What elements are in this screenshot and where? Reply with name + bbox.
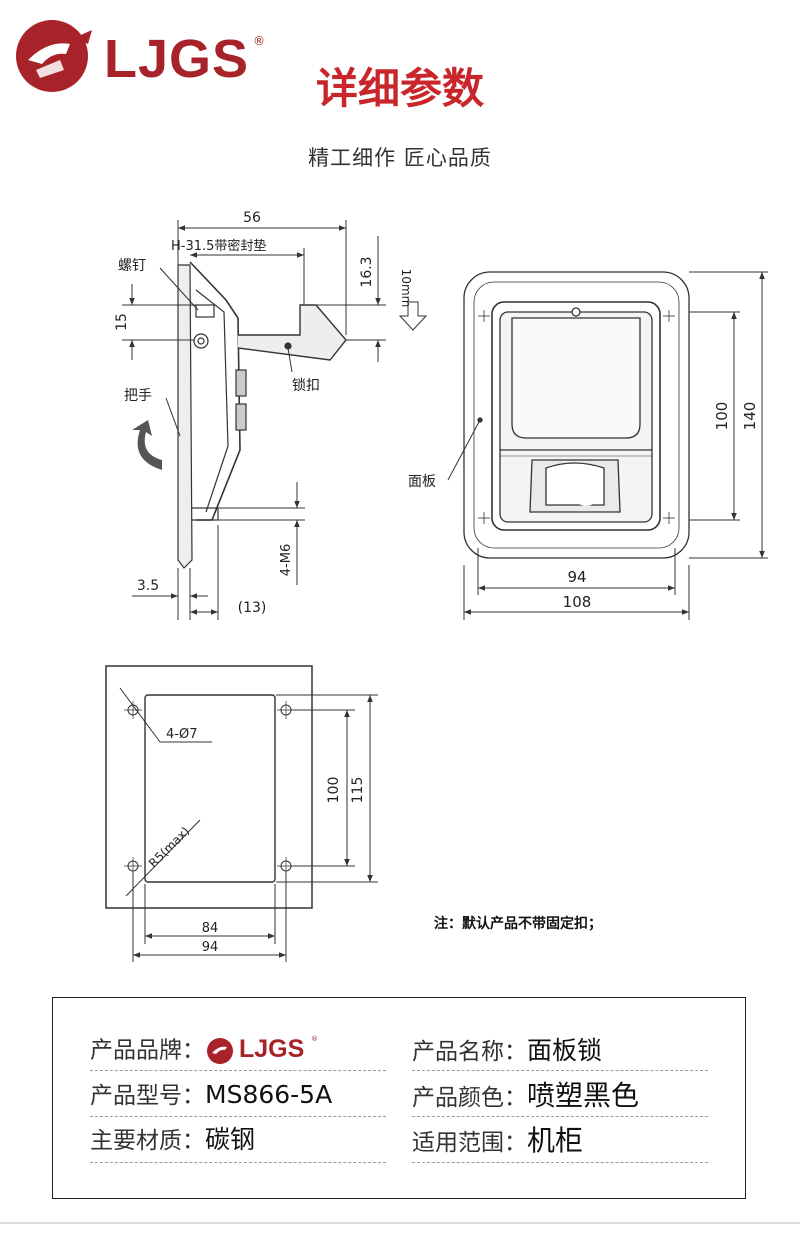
page-subtitle: 精工细作 匠心品质 xyxy=(308,146,492,170)
front-view-labels: 面板 100 140 94 108 xyxy=(408,402,759,611)
brand-emblem-icon xyxy=(207,1038,233,1064)
spec-usage-label: 适用范围： xyxy=(412,1130,527,1156)
logo-registered-mark: ® xyxy=(253,34,265,48)
dim-100-label: 100 xyxy=(326,777,342,804)
dim-seal-label: H-31.5带密封垫 xyxy=(171,238,266,254)
product-note: 注：默认产品不带固定扣； xyxy=(434,916,602,932)
spec-model-value: MS866-5A xyxy=(205,1080,333,1109)
brand-logo: LJGS ® xyxy=(8,14,268,98)
cutout-dimensions xyxy=(119,687,378,962)
technical-drawings: 56 H-31.5带密封垫 16.3 10mm 15 4-M6 3.5 (13)… xyxy=(105,210,768,962)
label-screw: 螺钉 xyxy=(118,258,146,274)
spec-material-label: 主要材质： xyxy=(90,1128,205,1154)
label-latch: 锁扣 xyxy=(292,378,320,394)
cutout-drawing xyxy=(105,665,313,909)
label-panel: 面板 xyxy=(408,474,436,490)
spec-box xyxy=(52,997,746,1199)
spec-model: 产品型号：MS866-5A xyxy=(90,1082,332,1108)
cutout-labels: 4-Ø7 R5(max) 100 115 84 94 xyxy=(146,727,366,955)
dim-15-label: 15 xyxy=(114,313,130,331)
spec-name-label: 产品名称： xyxy=(412,1039,527,1065)
spec-material: 主要材质：碳钢 xyxy=(90,1127,255,1153)
spec-divider xyxy=(412,1162,708,1163)
page-title: 详细参数 xyxy=(315,64,484,113)
logo-text: LJGS xyxy=(104,29,250,89)
spec-brand-logo: LJGS ® xyxy=(205,1035,318,1066)
spec-brand-label: 产品品牌： xyxy=(90,1037,205,1064)
dim-10mm-label: 10mm xyxy=(399,269,413,308)
dim-4m6-label: 4-M6 xyxy=(279,544,294,576)
front-view-dimensions xyxy=(447,271,768,620)
side-view-labels: 56 H-31.5带密封垫 16.3 10mm 15 4-M6 3.5 (13)… xyxy=(114,210,413,616)
spec-usage: 适用范围：机柜 xyxy=(412,1127,583,1155)
spec-brand: 产品品牌： LJGS ® xyxy=(90,1035,318,1066)
dim-140-label: 140 xyxy=(741,402,759,431)
dim-84-label: 84 xyxy=(202,921,219,936)
spec-model-label: 产品型号： xyxy=(90,1083,205,1109)
spec-brand-text: LJGS xyxy=(239,1035,305,1063)
dim-r5-label: R5(max) xyxy=(146,824,192,870)
spec-material-value: 碳钢 xyxy=(205,1125,256,1154)
front-view-drawing xyxy=(463,271,690,559)
spec-usage-value: 机柜 xyxy=(527,1124,584,1157)
spec-name-value: 面板锁 xyxy=(527,1036,603,1065)
logo-emblem-icon xyxy=(16,20,92,92)
dim-94-label: 94 xyxy=(567,568,586,586)
spec-color: 产品颜色：喷塑黑色 xyxy=(412,1082,639,1110)
dim-hole-label: 4-Ø7 xyxy=(166,727,197,742)
label-handle: 把手 xyxy=(124,388,152,404)
spec-brand-reg: ® xyxy=(311,1035,318,1043)
dim-100-label: 100 xyxy=(713,402,731,431)
dim-16-3-label: 16.3 xyxy=(359,256,375,287)
dim-115-label: 115 xyxy=(350,777,366,804)
spec-color-value: 喷塑黑色 xyxy=(527,1079,640,1112)
spec-name: 产品名称：面板锁 xyxy=(412,1038,602,1064)
spec-divider xyxy=(90,1162,386,1163)
spec-color-label: 产品颜色： xyxy=(412,1085,527,1111)
spec-divider xyxy=(412,1070,708,1071)
dim-108-label: 108 xyxy=(563,593,592,611)
side-view-dimensions xyxy=(122,220,428,620)
bottom-divider xyxy=(0,1222,800,1224)
dim-13-label: (13) xyxy=(238,600,267,616)
spec-divider xyxy=(90,1070,386,1071)
spec-divider xyxy=(412,1116,708,1117)
dim-56-label: 56 xyxy=(243,210,261,226)
dim-94-label: 94 xyxy=(202,940,219,955)
spec-divider xyxy=(90,1116,386,1117)
side-view-drawing xyxy=(132,261,347,569)
dim-3-5-label: 3.5 xyxy=(137,578,159,594)
rotate-arrow-icon xyxy=(132,420,162,470)
